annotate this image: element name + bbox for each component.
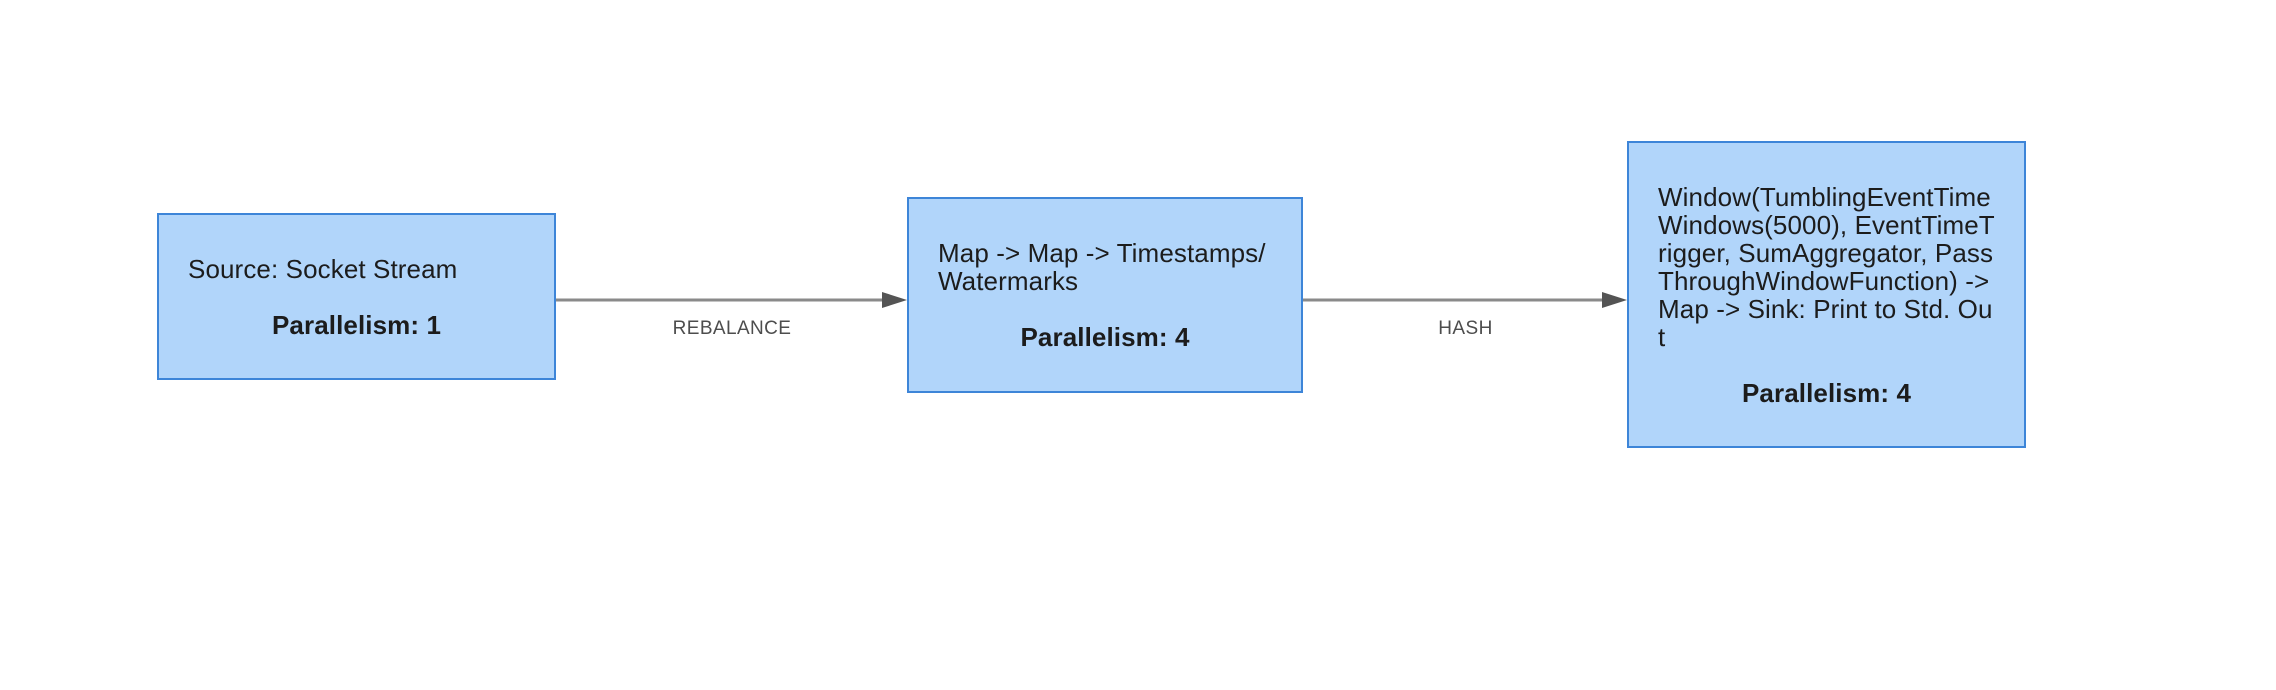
node-window-parallelism: Parallelism: 4 <box>1741 377 1912 408</box>
node-source-socket-stream[interactable]: Source: Socket Stream Parallelism: 1 <box>157 213 556 380</box>
node-map-content: Map -> Map -> Timestamps/Watermarks Para… <box>938 239 1272 351</box>
node-source-title: Source: Socket Stream <box>188 253 458 284</box>
node-source-parallelism: Parallelism: 1 <box>271 309 442 340</box>
edge-hash-arrowhead-icon <box>1602 292 1627 308</box>
node-map-title: Map -> Map -> Timestamps/Watermarks <box>938 238 1266 296</box>
node-map-timestamps-watermarks[interactable]: Map -> Map -> Timestamps/Watermarks Para… <box>907 197 1303 393</box>
edge-rebalance-label: REBALANCE <box>672 318 792 339</box>
edge-hash-label: HASH <box>1438 318 1493 339</box>
node-source-content: Source: Socket Stream Parallelism: 1 <box>188 255 525 339</box>
edge-hash-arrow-icon <box>1303 292 1627 308</box>
edge-rebalance-arrow-icon <box>556 292 907 308</box>
node-window-content: Window(TumblingEventTimeWindows(5000), E… <box>1658 183 1995 407</box>
node-map-parallelism: Parallelism: 4 <box>1020 322 1190 352</box>
edge-hash[interactable] <box>1303 280 1628 320</box>
edge-rebalance-arrowhead-icon <box>882 292 907 308</box>
node-window-sink[interactable]: Window(TumblingEventTimeWindows(5000), E… <box>1627 141 2026 448</box>
node-window-title: Window(TumblingEventTimeWindows(5000), E… <box>1658 181 1997 352</box>
edge-rebalance[interactable] <box>556 280 908 320</box>
